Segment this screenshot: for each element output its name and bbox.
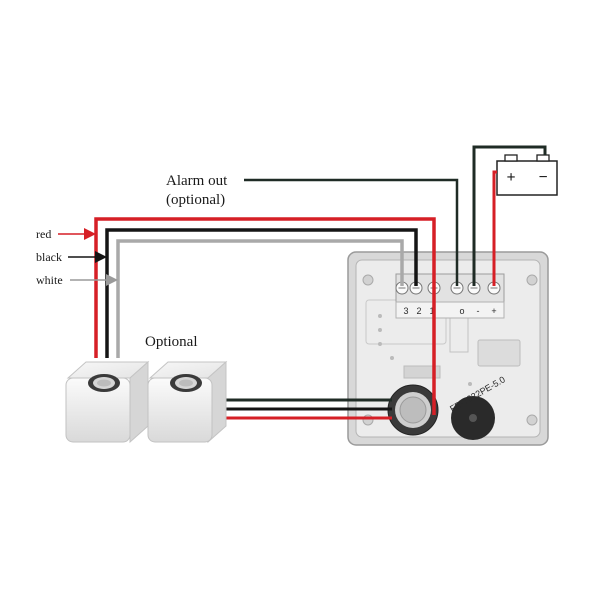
white-wire [116,239,404,358]
black-wire [105,228,418,358]
terminal-label: 2 [416,306,421,316]
black-wire-label: black [36,250,62,264]
terminal-label: 1 [429,306,434,316]
battery-positive-wire [492,170,497,286]
white-wire-label: white [36,273,63,287]
red-wire-label: red [36,227,51,241]
battery-minus-label: − [538,169,547,186]
sensor-cube-2 [147,360,228,444]
optional-label: Optional [145,334,198,350]
battery-plus-label: + [506,169,515,186]
alarm-out-wire [244,178,459,286]
terminal-label: - [477,306,480,316]
red-wire [94,217,436,415]
battery: + − [496,154,558,196]
sensor-cube-1 [65,360,150,444]
terminal-label: 3 [403,306,408,316]
alarm-out-label: Alarm out [166,173,228,189]
battery-negative-wire [472,145,547,286]
terminal-block [395,273,505,319]
terminal-label: + [491,306,496,316]
terminal-label: o [459,306,464,316]
gas-sensor [387,384,439,436]
alarm-out-optional-label: (optional) [166,192,225,208]
